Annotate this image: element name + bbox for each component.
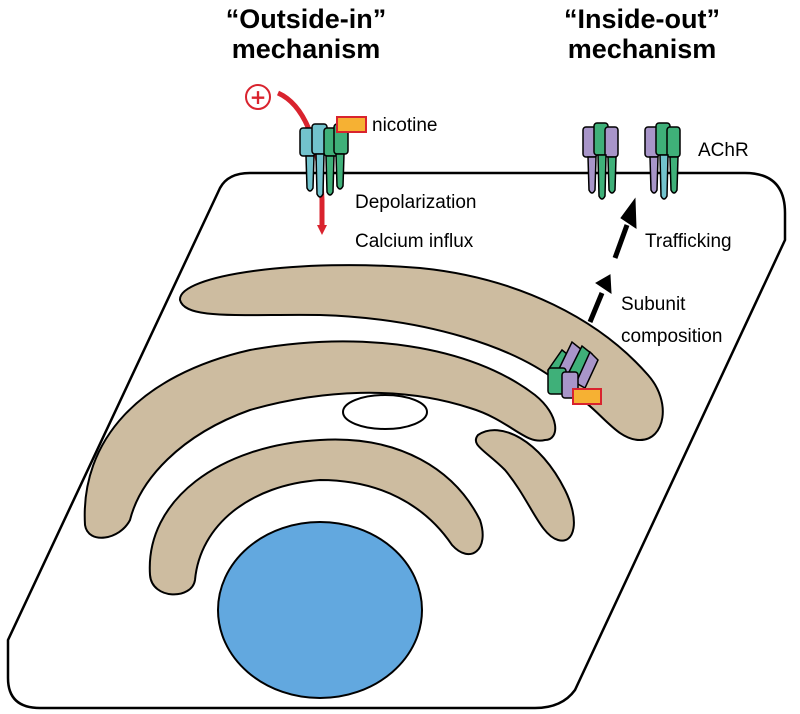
right-heading-line2: mechanism — [568, 34, 717, 64]
er-middle-cisterna — [83, 340, 557, 539]
trafficking-arrow — [587, 197, 637, 323]
cation-plus-icon: + — [245, 84, 271, 110]
depolarization-label: Depolarization — [355, 192, 476, 213]
er-achr-receptor-icon — [546, 340, 599, 399]
achr-receptor-2-icon — [644, 122, 681, 200]
achr-label: AChR — [698, 140, 749, 161]
nicotine-molecule-icon — [336, 116, 367, 133]
er-right-finger — [475, 429, 575, 542]
composition-label: composition — [621, 326, 722, 347]
calcium-influx-label: Calcium influx — [355, 231, 474, 252]
achr-receptor-1-icon — [582, 122, 619, 200]
subunit-label: Subunit — [621, 294, 686, 315]
er-top-cisterna — [178, 264, 664, 442]
right-heading-line1: “Inside-out” — [564, 4, 720, 34]
left-heading-line1: “Outside-in” — [226, 4, 387, 34]
left-heading-line2: mechanism — [232, 34, 381, 64]
er-lumen-hole — [342, 394, 428, 430]
er-nicotine-molecule-icon — [572, 388, 602, 405]
svg-text:+: + — [250, 85, 267, 109]
nicotine-label: nicotine — [372, 115, 438, 136]
endoplasmic-reticulum — [83, 264, 664, 596]
er-lower-cisterna — [148, 438, 484, 596]
nucleus — [217, 521, 423, 699]
trafficking-label: Trafficking — [645, 231, 732, 252]
